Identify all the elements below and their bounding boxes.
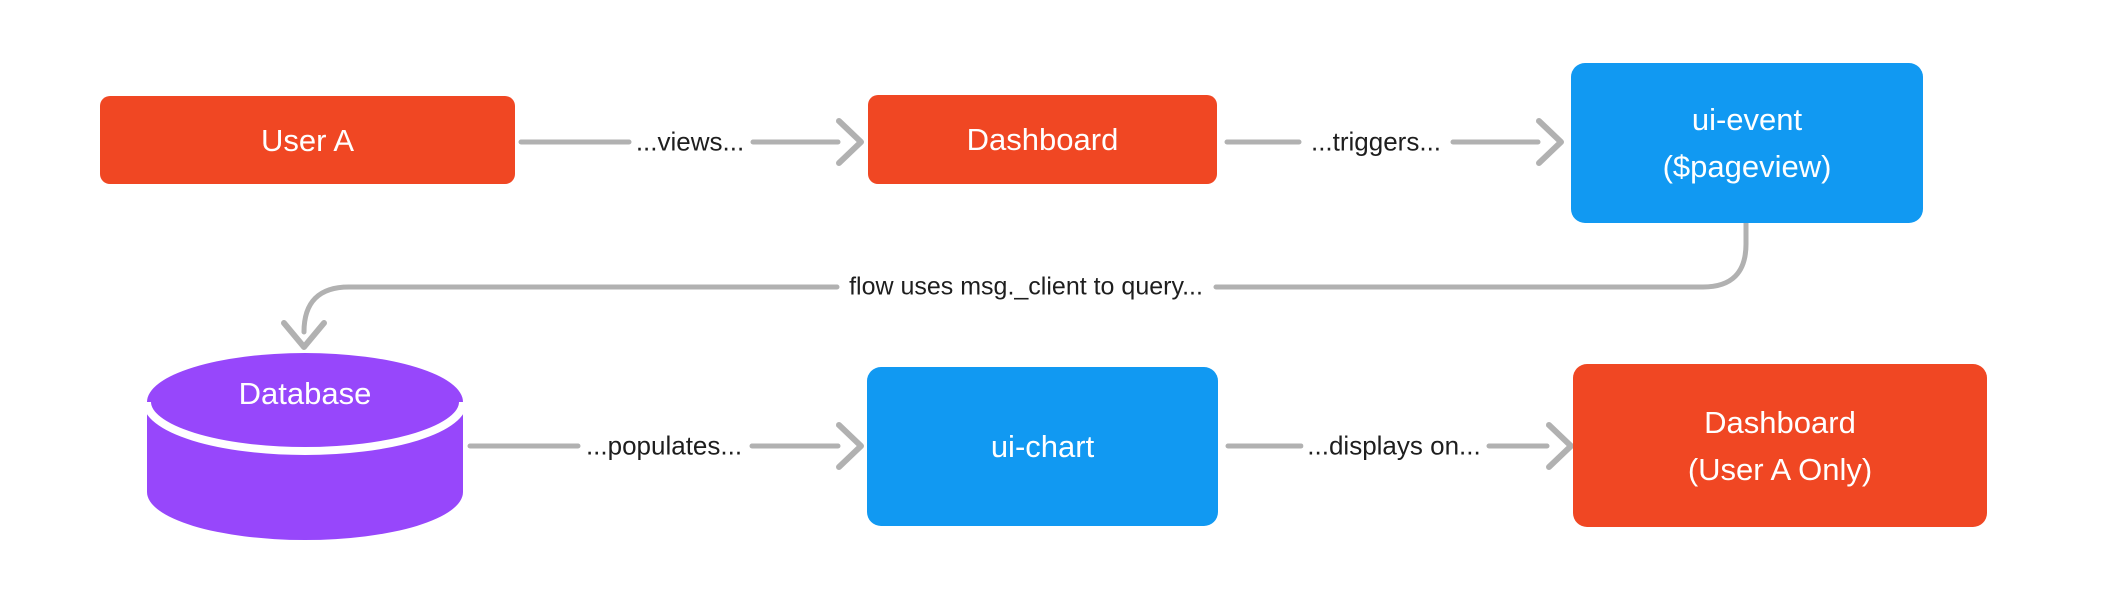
edge-triggers-arrowhead-icon <box>1536 118 1564 166</box>
node-dashboard-user-a-only-line1: Dashboard <box>1704 404 1856 440</box>
edge-views-arrow <box>518 118 864 166</box>
edge-populates-arrow <box>467 422 864 470</box>
node-user-a-label: User A <box>260 122 355 158</box>
edge-query-line-left <box>301 284 840 335</box>
database-cylinder-top <box>147 353 463 451</box>
edge-populates-arrowhead-icon <box>836 422 864 470</box>
node-dashboard-user-a-only-line2: (User A Only) <box>1687 451 1873 487</box>
node-database-label: Database <box>238 376 372 411</box>
node-ui-chart: ui-chart <box>867 367 1218 526</box>
edge-views-arrowhead-icon <box>836 118 864 166</box>
node-user-a: User A <box>100 96 515 184</box>
edge-query-arrowhead-icon <box>281 320 327 350</box>
node-ui-chart-label: ui-chart <box>990 429 1095 464</box>
edge-query-line-right <box>1213 220 1749 290</box>
edge-query-arrow <box>281 220 1749 350</box>
database-cylinder-seam <box>143 401 467 455</box>
node-dashboard-user-a-only: Dashboard (User A Only) <box>1573 364 1987 527</box>
edge-triggers-arrow <box>1224 118 1564 166</box>
edge-populates-label: ...populates... <box>581 430 747 462</box>
node-dashboard: Dashboard <box>868 95 1217 184</box>
edge-displays-on-label: ...displays on... <box>1303 430 1485 462</box>
edge-displays-on-arrowhead-icon <box>1546 422 1574 470</box>
database-cylinder-body <box>147 402 463 540</box>
node-ui-event-label-line1: ui-event <box>1691 102 1803 137</box>
edge-views-label: ...views... <box>631 126 749 158</box>
node-ui-event: ui-event ($pageview) <box>1571 63 1923 223</box>
edge-query-label: flow uses msg._client to query... <box>845 272 1207 302</box>
node-ui-event-label-line2: ($pageview) <box>1662 149 1832 184</box>
edge-displays-on-arrow <box>1225 422 1574 470</box>
edge-triggers-label: ...triggers... <box>1306 126 1446 158</box>
node-dashboard-label: Dashboard <box>966 122 1119 157</box>
database-cylinder-icon <box>143 353 467 540</box>
